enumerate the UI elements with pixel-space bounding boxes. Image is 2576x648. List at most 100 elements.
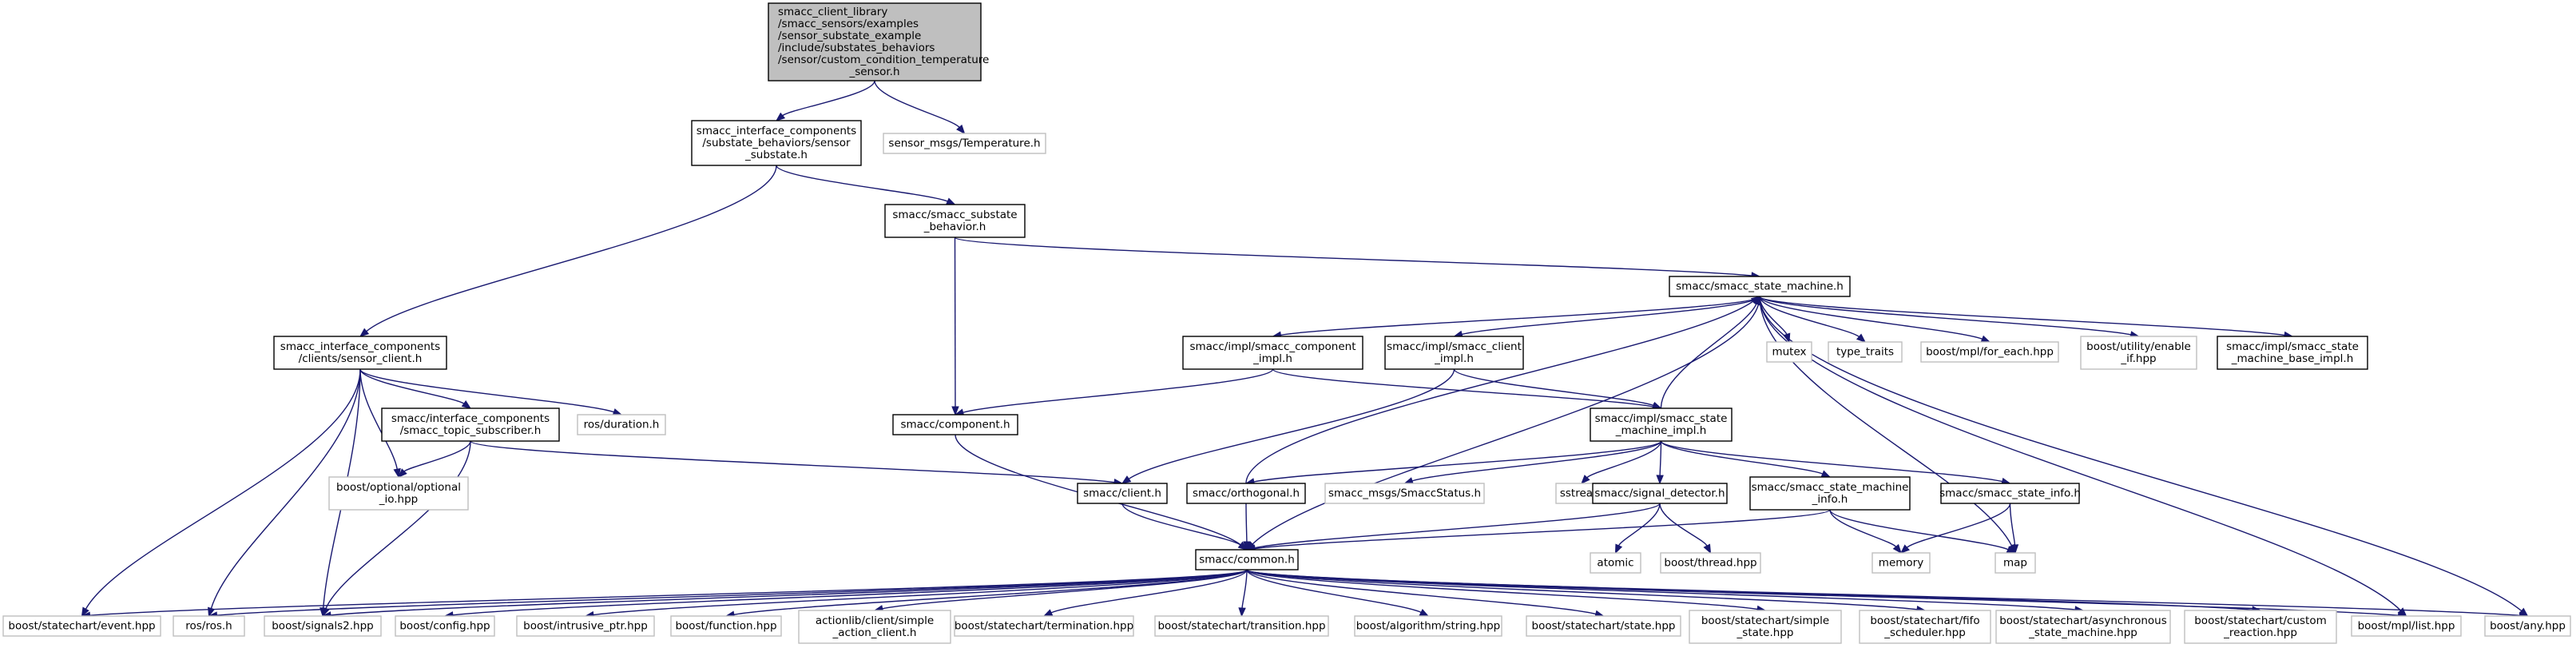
node-label: boost/statechart/fifo: [1870, 614, 1979, 627]
edge-common-to-transition: [1238, 569, 1248, 618]
node-termination[interactable]: boost/statechart/termination.hpp: [954, 615, 1134, 637]
edge-line: [1411, 440, 1662, 482]
node-signal-detector[interactable]: smacc/signal_detector.h: [1592, 483, 1728, 504]
arrowhead: [945, 197, 956, 205]
edge-sm-impl-to-state-machine: [1660, 295, 1760, 409]
node-simple-action-client[interactable]: actionlib/client/simple_action_client.h: [798, 610, 951, 644]
node-topic-subscriber[interactable]: smacc/interface_components/smacc_topic_s…: [381, 407, 560, 442]
edge-sm-info-to-memory: [1829, 509, 1902, 555]
node-enable-if[interactable]: boost/utility/enable_if.hpp: [2080, 336, 2197, 370]
node-state-hpp[interactable]: boost/statechart/state.hpp: [1526, 615, 1681, 637]
node-mpl-list[interactable]: boost/mpl/list.hpp: [2351, 615, 2462, 637]
edge-line: [1829, 509, 1897, 547]
node-box: [1590, 407, 1733, 442]
edge-line: [470, 440, 1115, 483]
edge-line: [1659, 440, 1662, 476]
arrowhead: [1980, 335, 1991, 343]
node-label: smacc/impl/smacc_client: [1387, 340, 1522, 353]
arrowhead: [393, 467, 401, 479]
node-sensor-client[interactable]: smacc_interface_components/clients/senso…: [273, 336, 447, 370]
node-sensor-substate[interactable]: smacc_interface_components/substate_beha…: [691, 120, 862, 166]
node-fifo[interactable]: boost/statechart/fifo_scheduler.hpp: [1859, 610, 1991, 644]
node-box: [798, 610, 951, 644]
node-box: [884, 204, 1026, 238]
edge-client-impl-to-sm-impl: [1453, 368, 1662, 409]
edge-sensor-substate-to-substate-behavior: [776, 165, 956, 205]
node-intrusive-ptr[interactable]: boost/intrusive_ptr.hpp: [516, 615, 655, 637]
edge-line: [210, 368, 361, 609]
node-state-info[interactable]: smacc/smacc_state_info.h: [1939, 483, 2081, 504]
node-custom-reaction[interactable]: boost/statechart/custom_reaction.hpp: [2184, 610, 2337, 644]
node-label: smacc_msgs/SmaccStatus.h: [1328, 487, 1481, 500]
node-client[interactable]: smacc/client.h: [1077, 483, 1168, 504]
node-label: smacc/component.h: [900, 419, 1010, 431]
node-component-impl[interactable]: smacc/impl/smacc_component_impl.h: [1182, 336, 1363, 370]
edge-sm-impl-to-sstream: [1581, 440, 1662, 484]
node-transition[interactable]: boost/statechart/transition.hpp: [1154, 615, 1329, 637]
node-map[interactable]: map: [1995, 552, 2036, 574]
edge-state-info-to-map: [2009, 503, 2019, 555]
node-substate-behavior[interactable]: smacc/smacc_substate_behavior.h: [884, 204, 1026, 238]
node-label: boost/any.hpp: [2490, 620, 2566, 633]
edge-topic-subscriber-to-optional-io: [398, 440, 471, 478]
node-memory[interactable]: memory: [1871, 552, 1931, 574]
node-label: boost/statechart/simple: [1701, 614, 1829, 627]
edge-sensor-substate-to-sensor-client: [359, 165, 777, 337]
node-root[interactable]: smacc_client_library/smacc_sensors/examp…: [768, 2, 989, 81]
edge-line: [403, 440, 471, 472]
arrowhead: [2010, 544, 2019, 555]
node-atomic[interactable]: atomic: [1590, 552, 1641, 574]
node-mutex[interactable]: mutex: [1766, 341, 1812, 363]
edge-line: [963, 368, 1274, 413]
node-function[interactable]: boost/function.hpp: [670, 615, 782, 637]
node-box: [1592, 483, 1728, 504]
node-event[interactable]: boost/statechart/event.hpp: [2, 615, 161, 637]
edge-common-to-termination: [1042, 569, 1248, 617]
edge-state-machine-to-sm-base-impl: [1759, 296, 2294, 340]
node-client-impl[interactable]: smacc/impl/smacc_client_impl.h: [1384, 336, 1524, 370]
edge-line: [359, 368, 398, 470]
node-string[interactable]: boost/algorithm/string.hpp: [1354, 615, 1502, 637]
node-signals2[interactable]: boost/signals2.hpp: [264, 615, 382, 637]
node-label: actionlib/client/simple: [816, 614, 934, 627]
node-label: boost/statechart/custom: [2194, 614, 2327, 627]
arrowhead: [1237, 541, 1248, 551]
node-any[interactable]: boost/any.hpp: [2484, 615, 2571, 637]
node-component[interactable]: smacc/component.h: [892, 414, 1018, 435]
node-sm-base-impl[interactable]: smacc/impl/smacc_state_machine_base_impl…: [2217, 336, 2368, 370]
node-ros-duration[interactable]: ros/duration.h: [577, 414, 666, 435]
node-box: [1354, 615, 1502, 637]
node-state-machine[interactable]: smacc/smacc_state_machine.h: [1669, 276, 1851, 297]
arrowhead: [1900, 544, 1910, 554]
edge-line: [874, 80, 960, 128]
node-box: [381, 407, 560, 442]
edge-sm-info-to-common: [1245, 509, 1831, 553]
node-common[interactable]: smacc/common.h: [1195, 549, 1299, 570]
edge-sm-impl-to-orthogonal: [1244, 440, 1662, 486]
edge-line: [1246, 569, 1596, 615]
node-smacc-status[interactable]: smacc_msgs/SmaccStatus.h: [1324, 483, 1485, 504]
node-orthogonal[interactable]: smacc/orthogonal.h: [1186, 483, 1306, 504]
node-ros-h[interactable]: ros/ros.h: [173, 615, 245, 637]
edge-line: [593, 569, 1248, 616]
node-label: boost/signals2.hpp: [272, 620, 374, 633]
edge-orthogonal-to-common: [1243, 503, 1251, 551]
node-config[interactable]: boost/config.hpp: [395, 615, 495, 637]
node-sm-info[interactable]: smacc/smacc_state_machine_info.h: [1749, 476, 1911, 511]
edge-line: [359, 368, 614, 413]
node-label: _machine_base_impl.h: [2231, 352, 2354, 365]
node-label: boost/optional/optional: [336, 481, 461, 494]
node-optional-io[interactable]: boost/optional/optional_io.hpp: [328, 476, 469, 511]
node-label: smacc/impl/smacc_component: [1189, 340, 1355, 353]
node-temperature[interactable]: sensor_msgs/Temperature.h: [883, 133, 1046, 154]
edge-state-machine-to-type-traits: [1759, 296, 1867, 343]
node-simple-state[interactable]: boost/statechart/simple_state.hpp: [1689, 610, 1842, 644]
arrowhead: [1703, 543, 1712, 555]
edge-line: [325, 440, 471, 610]
node-async[interactable]: boost/statechart/asynchronous_state_mach…: [1995, 610, 2171, 644]
node-type-traits[interactable]: type_traits: [1828, 341, 1903, 363]
node-sm-impl[interactable]: smacc/impl/smacc_state_machine_impl.h: [1590, 407, 1733, 442]
node-thread[interactable]: boost/thread.hpp: [1660, 552, 1761, 574]
node-for-each[interactable]: boost/mpl/for_each.hpp: [1920, 341, 2059, 363]
node-label: smacc/smacc_state_machine: [1752, 481, 1909, 494]
